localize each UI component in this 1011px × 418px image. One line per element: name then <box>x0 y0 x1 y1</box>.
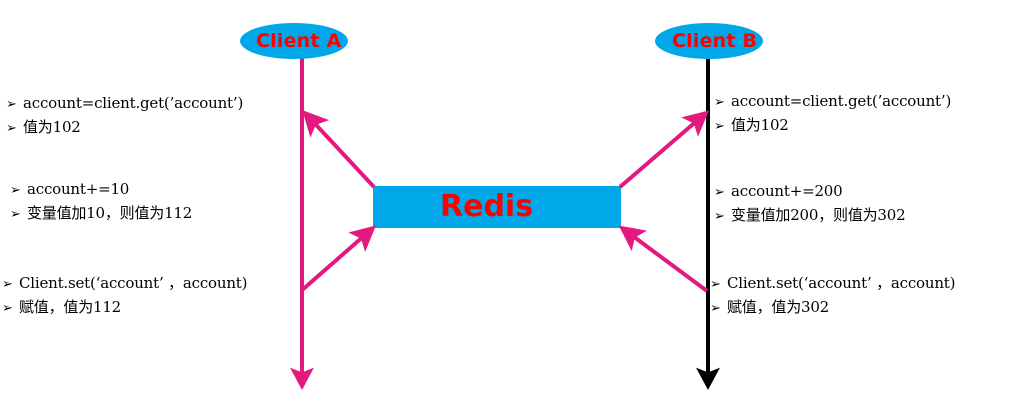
edge-client-b-to-redis-write <box>618 225 709 293</box>
client-b-label: Client B <box>672 30 758 52</box>
redis-label: Redis <box>440 189 534 224</box>
note-line: ➢变量值加10，则值为112 <box>10 202 192 226</box>
note-line: ➢赋值，值为112 <box>2 296 247 320</box>
client-b-node[interactable] <box>655 23 763 59</box>
note-client-a-increment: ➢account+=10 ➢变量值加10，则值为112 <box>10 178 192 226</box>
bullet-icon: ➢ <box>6 121 17 136</box>
bullet-icon: ➢ <box>6 97 17 112</box>
bullet-icon: ➢ <box>714 119 725 134</box>
note-client-b-read: ➢account=client.get(’account’) ➢值为102 <box>714 90 951 138</box>
bullet-icon: ➢ <box>2 301 13 316</box>
edge-redis-to-client-b-read <box>618 110 710 189</box>
bullet-icon: ➢ <box>714 209 725 224</box>
note-line: ➢Client.set(‘account’ ，account) <box>2 272 247 296</box>
note-line: ➢account+=10 <box>10 178 192 202</box>
bullet-icon: ➢ <box>10 207 21 222</box>
note-line: ➢account=client.get(’account’) <box>714 90 951 114</box>
edge-redis-to-client-a-read <box>302 110 376 189</box>
note-client-a-write: ➢Client.set(‘account’ ，account) ➢赋值，值为11… <box>2 272 247 320</box>
note-line: ➢变量值加200，则值为302 <box>714 204 906 228</box>
note-line: ➢赋值，值为302 <box>710 296 955 320</box>
note-client-b-write: ➢Client.set(‘account’ ，account) ➢赋值，值为30… <box>710 272 955 320</box>
note-line: ➢值为102 <box>714 114 951 138</box>
bullet-icon: ➢ <box>2 277 13 292</box>
note-line: ➢Client.set(‘account’ ，account) <box>710 272 955 296</box>
edge-client-a-to-redis-write <box>299 225 377 293</box>
bullet-icon: ➢ <box>714 185 725 200</box>
note-line: ➢值为102 <box>6 116 243 140</box>
bullet-icon: ➢ <box>710 301 721 316</box>
redis-node[interactable] <box>373 186 621 228</box>
note-client-b-increment: ➢account+=200 ➢变量值加200，则值为302 <box>714 180 906 228</box>
client-a-node[interactable] <box>240 23 348 59</box>
note-client-a-read: ➢account=client.get(’account’) ➢值为102 <box>6 92 243 140</box>
bullet-icon: ➢ <box>10 183 21 198</box>
bullet-icon: ➢ <box>714 95 725 110</box>
note-line: ➢account=client.get(’account’) <box>6 92 243 116</box>
bullet-icon: ➢ <box>710 277 721 292</box>
client-a-label: Client A <box>256 30 342 52</box>
note-line: ➢account+=200 <box>714 180 905 204</box>
